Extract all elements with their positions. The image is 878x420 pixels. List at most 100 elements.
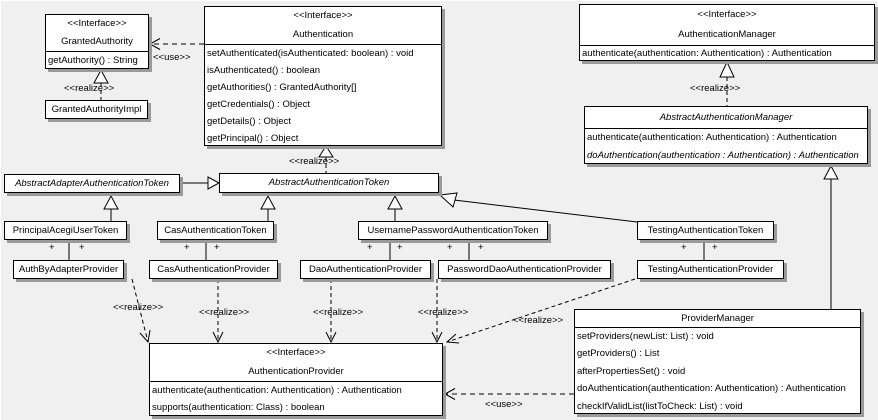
gen-castoken-to-abstracttoken [260,194,276,221]
assoc-end-plus: + [478,242,484,253]
class-name: AuthByAdapterProvider [18,263,119,275]
class-box-cas-authentication-token[interactable]: CasAuthenticationToken [157,221,274,240]
class-name: PasswordDaoAuthenticationProvider [447,263,602,275]
method-row: afterPropertiesSet() : void [577,365,686,377]
class-box-cas-authentication-provider[interactable]: CasAuthenticationProvider [149,260,278,279]
class-header: <<Interface>> AuthenticationManager [580,5,874,45]
realize-authbyadapterprovider [131,278,151,344]
method-row: authenticate(authentication: Authenticat… [152,385,402,396]
method-row: getDetails() : Object [207,116,291,127]
realize-testingprovider [445,278,636,344]
class-box-auth-by-adapter-provider[interactable]: AuthByAdapterProvider [13,260,124,279]
edge-label-realize: <<realize>> [418,307,469,318]
gen-providermanager-to-abstractmanager [823,164,839,309]
stereotype-label: <<Interface>> [293,10,353,21]
edge-label-use: <<use>> [153,52,191,63]
realize-grantedauthorityimpl [93,68,109,100]
class-box-testing-authentication-provider[interactable]: TestingAuthenticationProvider [637,260,784,279]
class-name: DaoAuthenticationProvider [308,263,422,275]
method-row: authenticate(authentication: Authenticat… [587,132,837,143]
assoc-end-plus: + [367,242,373,253]
method-row: authenticate(authentication: Authenticat… [582,48,832,59]
stereotype-label: <<Interface>> [67,18,127,29]
class-name: AbstractAuthenticationToken [268,177,390,188]
class-box-provider-manager[interactable]: ProviderManager setProviders(newList: Li… [574,309,861,414]
realize-daoprovider [325,279,337,344]
method-row: setProviders(newList: List) : void [577,331,714,342]
realize-abstractmanager-authenticationmanager [719,60,735,106]
assoc-end-plus: + [447,242,453,253]
method-row: getAuthority() : String [48,55,138,66]
class-box-authentication[interactable]: <<Interface>> Authentication setAuthenti… [204,6,442,146]
gen-abstractadapter-to-abstracttoken [180,176,221,190]
class-header: ProviderManager [575,310,860,327]
edge-label-realize: <<realize>> [289,156,340,167]
method-row: checkIfValidList(listToCheck: List) : vo… [577,400,743,412]
class-box-password-dao-authentication-provider[interactable]: PasswordDaoAuthenticationProvider [438,260,611,279]
realize-abstracttoken-authentication [318,145,334,173]
class-box-abstract-authentication-manager[interactable]: AbstractAuthenticationManager authentica… [584,106,868,164]
class-box-authentication-manager[interactable]: <<Interface>> AuthenticationManager auth… [579,4,875,61]
class-name: AuthenticationProvider [248,366,344,377]
class-name: AuthenticationManager [678,29,776,40]
class-name: AbstractAdapterAuthenticationToken [15,177,169,189]
edge-label-realize: <<realize>> [113,302,164,313]
gen-principaltoken-to-abstractadapter [103,194,119,221]
class-name: GrantedAuthorityImpl [51,103,142,115]
class-header: <<Interface>> AuthenticationProvider [150,344,442,381]
class-header: <<Interface>> Authentication [205,7,441,44]
use-providermanager-authenticationprovider [443,388,574,400]
class-box-granted-authority-impl[interactable]: GrantedAuthorityImpl [45,100,148,119]
use-authentication-grantedauthority [148,38,204,50]
realize-passworddaoprovider [431,279,443,344]
method-row: getAuthorities() : GrantedAuthority[] [207,82,357,93]
realize-casprovider [212,279,224,344]
method-compartment: authenticate(authentication: Authenticat… [585,128,867,163]
assoc-end-plus: + [79,242,85,253]
class-name: GrantedAuthority [61,36,133,47]
method-compartment: authenticate(authentication: Authenticat… [150,381,442,415]
class-name: AbstractAuthenticationManager [659,112,793,123]
class-box-abstract-adapter-authentication-token[interactable]: AbstractAdapterAuthenticationToken [4,174,180,193]
class-name: TestingAuthenticationToken [647,224,764,236]
method-compartment: setProviders(newList: List) : void getPr… [575,327,860,413]
class-name: UsernamePasswordAuthenticationToken [367,224,539,236]
assoc-end-plus: + [397,242,403,253]
method-row-abstract: doAuthentication(authentication : Authen… [587,150,859,161]
edge-label-use: <<use>> [485,399,523,410]
class-box-username-password-authentication-token[interactable]: UsernamePasswordAuthenticationToken [358,221,548,240]
method-row: getCredentials() : Object [207,99,310,110]
method-row: getProviders() : List [577,348,660,360]
class-box-dao-authentication-provider[interactable]: DaoAuthenticationProvider [300,260,431,279]
class-box-abstract-authentication-token[interactable]: AbstractAuthenticationToken [219,173,439,193]
method-row: getPrincipal() : Object [207,133,299,144]
stereotype-label: <<Interface>> [266,347,326,358]
assoc-end-plus: + [49,242,55,253]
class-box-testing-authentication-token[interactable]: TestingAuthenticationToken [637,221,774,240]
edge-label-realize: <<realize>> [199,307,250,318]
method-compartment: getAuthority() : String [46,51,148,68]
edge-label-realize: <<realize>> [64,83,115,94]
class-name: CasAuthenticationToken [164,224,267,236]
edge-label-realize: <<realize>> [513,315,564,326]
method-row: isAuthenticated() : boolean [207,65,321,76]
method-row: doAuthentication(authentication: Authent… [577,383,846,395]
class-box-principal-acegi-user-token[interactable]: PrincipalAcegiUserToken [4,221,127,240]
class-box-authentication-provider[interactable]: <<Interface>> AuthenticationProvider aut… [149,343,443,416]
class-header: AbstractAuthenticationManager [585,107,867,128]
class-header: <<Interface>> GrantedAuthority [46,15,148,51]
class-name: Authentication [292,29,354,40]
class-name: TestingAuthenticationProvider [647,263,774,275]
edge-label-realize: <<realize>> [690,83,741,94]
method-compartment: authenticate(authentication: Authenticat… [580,45,874,60]
gen-usernametoken-to-abstracttoken [387,194,403,221]
class-name: PrincipalAcegiUserToken [12,224,119,236]
class-name: ProviderManager [681,313,754,324]
class-box-granted-authority[interactable]: <<Interface>> GrantedAuthority getAuthor… [45,14,149,69]
assoc-end-plus: + [214,242,220,253]
assoc-end-plus: + [184,242,190,253]
method-row: setAuthenticated(isAuthenticated: boolea… [207,48,414,59]
method-row: supports(authentication: Class) : boolea… [152,402,325,413]
gen-testingtoken-to-abstracttoken [438,192,638,223]
